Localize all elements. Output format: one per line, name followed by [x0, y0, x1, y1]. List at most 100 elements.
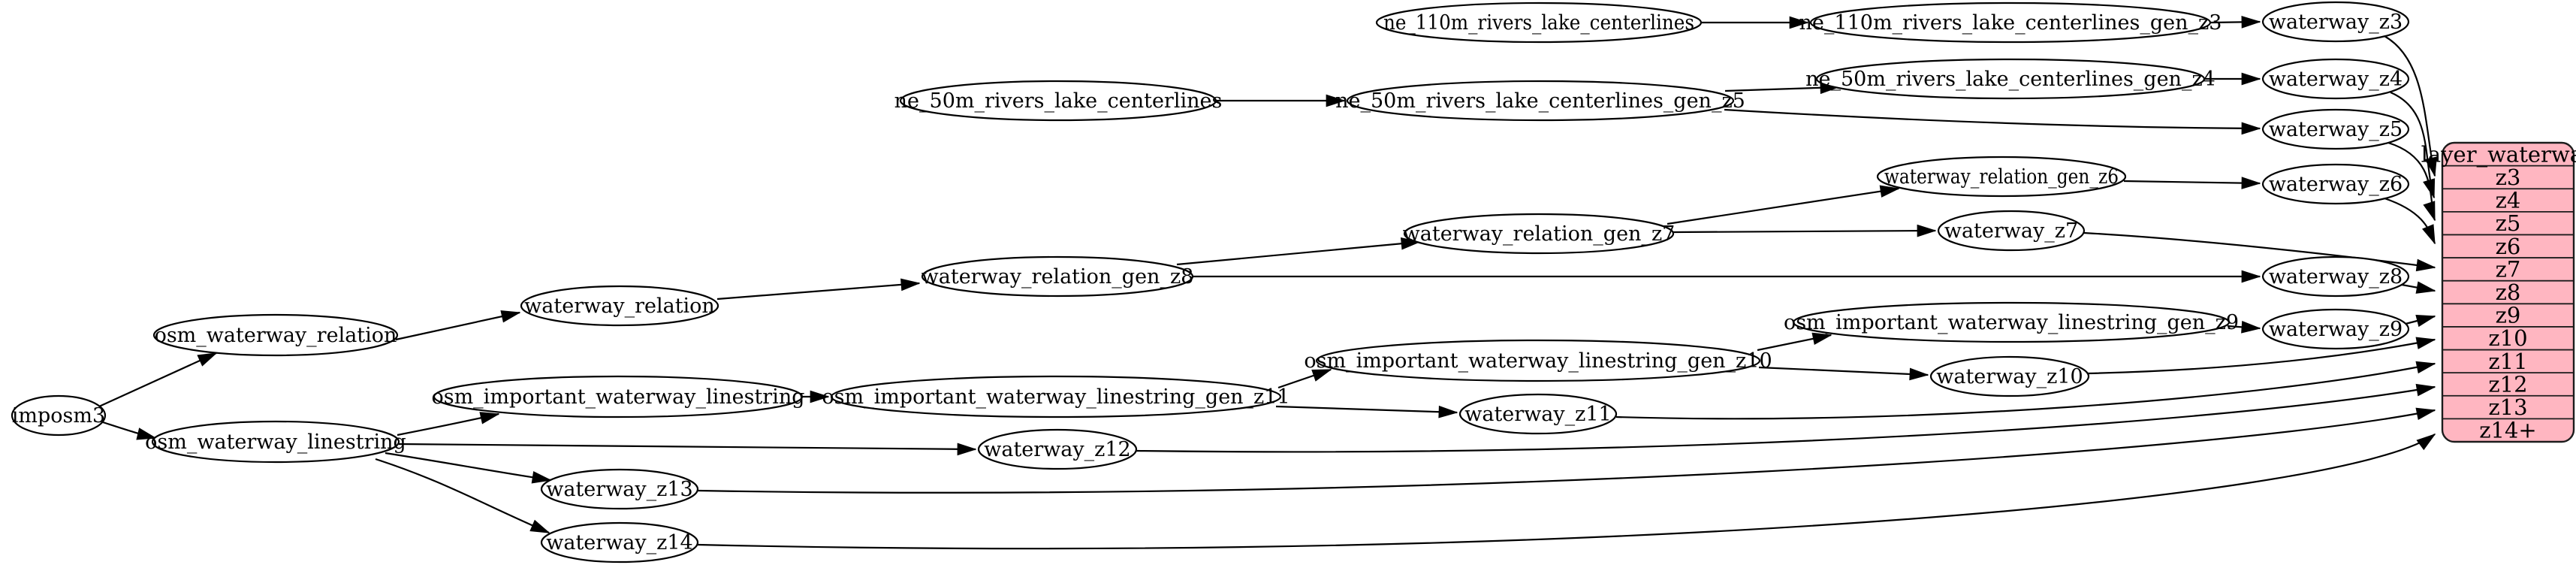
- node-waterway_z10: waterway_z10: [1929, 355, 2090, 397]
- node-ellipse: [1375, 2, 1703, 44]
- node-ellipse: [1315, 339, 1761, 382]
- node-waterway_relation_gen_z8: waterway_relation_gen_z8: [921, 255, 1194, 298]
- edge-waterway_z7-to-layer_waterway_z7: [2083, 231, 2435, 267]
- node-label: waterway_z5: [2269, 118, 2403, 141]
- edge-osm_waterway_linestring-to-waterway_z14: [375, 458, 549, 534]
- node-waterway_relation_gen_z7: waterway_relation_gen_z7: [1403, 213, 1676, 255]
- edge-osm_important_waterway_linestring_gen_z10-to-waterway_z10: [1758, 366, 1928, 375]
- node-label: waterway_z12: [984, 438, 1131, 461]
- edge-osm_waterway_relation-to-waterway_relation: [395, 313, 520, 341]
- node-waterway_z14: waterway_z14: [540, 521, 699, 563]
- node-waterway_z4: waterway_z4: [2261, 58, 2410, 100]
- edge-osm_important_waterway_linestring_gen_z9-to-waterway_z9: [2227, 326, 2260, 328]
- node-label: osm_important_waterway_linestring_gen_z9: [1784, 311, 2239, 334]
- edge-osm_important_waterway_linestring_gen_z11-to-osm_important_waterway_linestring_gen_z10: [1277, 368, 1331, 389]
- node-osm_important_waterway_linestring_gen_z11: osm_important_waterway_linestring_gen_z1…: [822, 375, 1290, 418]
- edge-osm_important_waterway_linestring_gen_z10-to-osm_important_waterway_linestring_gen_z9: [1757, 335, 1831, 352]
- table-row-z9: z9: [2496, 303, 2521, 328]
- edge-osm_waterway_linestring-to-waterway_z12: [398, 444, 976, 449]
- node-ellipse: [2261, 58, 2410, 100]
- edge-waterway_z3-to-layer_waterway_z3: [2382, 35, 2435, 176]
- node-label: imposm3: [12, 404, 105, 428]
- node-label: waterway_z14: [546, 531, 693, 554]
- edge-waterway_relation_gen_z6-to-waterway_z6: [2123, 181, 2260, 183]
- node-label: osm_waterway_relation: [155, 324, 397, 347]
- edge-waterway_z8-to-layer_waterway_z8: [2401, 285, 2435, 291]
- node-ellipse: [830, 375, 1282, 418]
- node-label: ne_110m_rivers_lake_centerlines_gen_z3: [1799, 11, 2222, 35]
- edges-layer: [98, 22, 2436, 550]
- node-osm_waterway_linestring: osm_waterway_linestring: [145, 420, 406, 464]
- node-label: waterway_z13: [546, 478, 693, 501]
- edge-osm_waterway_linestring-to-waterway_z13: [385, 452, 550, 480]
- node-label: ne_50m_rivers_lake_centerlines_gen_z4: [1805, 68, 2216, 91]
- edge-waterway_z5-to-layer_waterway_z5: [2387, 141, 2436, 220]
- table-row-z6: z6: [2496, 234, 2521, 259]
- node-ellipse: [540, 521, 699, 563]
- edge-ne_110m_rivers_lake_centerlines_gen_z3-to-waterway_z3: [2210, 22, 2260, 23]
- table-row-z7: z7: [2496, 256, 2521, 282]
- node-ellipse: [1876, 156, 2127, 198]
- node-waterway_z7: waterway_z7: [1937, 210, 2086, 252]
- node-ellipse: [2261, 108, 2410, 150]
- edge-ne_50m_rivers_lake_centerlines_gen_z5-to-waterway_z5: [1724, 108, 2260, 128]
- node-ellipse: [151, 420, 400, 464]
- node-waterway_z8: waterway_z8: [2261, 255, 2410, 298]
- node-label: waterway_z4: [2269, 68, 2403, 91]
- table-layer: layer_waterwayz3z4z5z6z7z8z9z10z11z12z13…: [2421, 141, 2576, 443]
- node-label: waterway_relation_gen_z6: [1884, 165, 2119, 189]
- edge-waterway_z10-to-layer_waterway_z10: [2087, 340, 2435, 375]
- table-row-z14+: z14+: [2479, 418, 2536, 443]
- edge-waterway_relation-to-waterway_relation_gen_z8: [716, 283, 919, 301]
- node-ne_50m_rivers_lake_centerlines_gen_z4: ne_50m_rivers_lake_centerlines_gen_z4: [1805, 58, 2216, 100]
- edge-waterway_z13-to-layer_waterway_z13: [697, 410, 2435, 494]
- table-row-z8: z8: [2496, 279, 2521, 305]
- node-waterway_z11: waterway_z11: [1458, 393, 1618, 435]
- table-title: layer_waterway: [2421, 141, 2576, 168]
- node-label: osm_important_waterway_linestring_gen_z1…: [822, 385, 1290, 409]
- node-label: waterway_relation_gen_z7: [1403, 222, 1676, 246]
- edge-waterway_z6-to-layer_waterway_z6: [2381, 196, 2436, 243]
- nodes-layer: imposm3 osm_waterway_relation osm_waterway…: [11, 1, 2410, 563]
- table-frame: [2441, 141, 2575, 443]
- node-ellipse: [1403, 213, 1675, 255]
- node-ellipse: [11, 394, 107, 437]
- node-waterway_z5: waterway_z5: [2261, 108, 2410, 150]
- edge-osm_waterway_linestring-to-osm_important_waterway_linestring: [397, 414, 499, 437]
- node-ellipse: [152, 313, 399, 357]
- node-ellipse: [1809, 2, 2212, 44]
- node-ne_110m_rivers_lake_centerlines: ne_110m_rivers_lake_centerlines: [1375, 2, 1703, 44]
- node-label: waterway_z3: [2269, 11, 2403, 34]
- node-ellipse: [921, 255, 1194, 298]
- node-ne_110m_rivers_lake_centerlines_gen_z3: ne_110m_rivers_lake_centerlines_gen_z3: [1799, 2, 2222, 44]
- node-label: waterway_z11: [1464, 403, 1612, 426]
- node-ellipse: [1929, 355, 2090, 397]
- node-ellipse: [2261, 308, 2410, 350]
- node-osm_waterway_relation: osm_waterway_relation: [152, 313, 399, 357]
- node-label: ne_110m_rivers_lake_centerlines: [1383, 11, 1694, 35]
- node-ne_50m_rivers_lake_centerlines_gen_z5: ne_50m_rivers_lake_centerlines_gen_z5: [1335, 80, 1745, 122]
- node-label: osm_important_waterway_linestring: [431, 385, 804, 409]
- node-ellipse: [2261, 1, 2410, 43]
- node-ellipse: [540, 468, 699, 510]
- node-label: ne_50m_rivers_lake_centerlines: [894, 89, 1223, 113]
- node-waterway_z3: waterway_z3: [2261, 1, 2410, 43]
- table-row-z4: z4: [2496, 188, 2521, 213]
- node-waterway_relation_gen_z6: waterway_relation_gen_z6: [1876, 156, 2127, 198]
- node-waterway_z6: waterway_z6: [2261, 163, 2410, 205]
- node-label: osm_important_waterway_linestring_gen_z1…: [1304, 349, 1772, 373]
- node-ellipse: [433, 375, 804, 418]
- table-layer_waterway: layer_waterwayz3z4z5z6z7z8z9z10z11z12z13…: [2421, 141, 2576, 443]
- edge-waterway_relation_gen_z7-to-waterway_relation_gen_z6: [1667, 189, 1899, 225]
- edge-imposm3-to-osm_waterway_linestring: [102, 421, 155, 438]
- table-row-z11: z11: [2488, 349, 2527, 374]
- edge-ne_50m_rivers_lake_centerlines_gen_z5-to-ne_50m_rivers_lake_centerlines_gen_z4: [1724, 87, 1838, 91]
- table-row-z10: z10: [2488, 325, 2527, 351]
- node-waterway_z13: waterway_z13: [540, 468, 699, 510]
- node-label: waterway_z6: [2269, 173, 2403, 196]
- node-ellipse: [899, 80, 1217, 122]
- node-imposm3: imposm3: [11, 394, 107, 437]
- node-ellipse: [1937, 210, 2086, 252]
- table-row-z5: z5: [2496, 210, 2521, 236]
- node-ellipse: [1815, 58, 2206, 100]
